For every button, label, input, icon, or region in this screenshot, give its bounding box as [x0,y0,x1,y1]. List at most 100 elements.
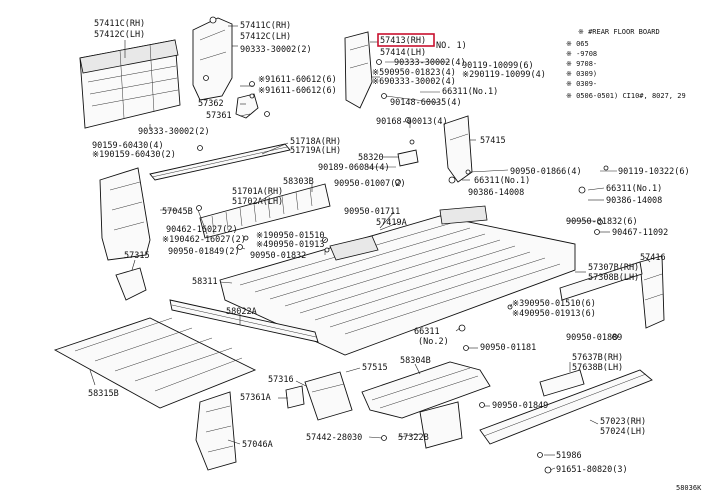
part-label[interactable]: (No.2) [418,337,449,347]
part-label[interactable]: 57315 [124,251,150,261]
part-label[interactable]: 90119-10099(6) [462,61,534,71]
part-label[interactable]: 57515 [362,363,388,373]
part-label[interactable]: 51986 [556,451,582,461]
part-label[interactable]: ※290119-10099(4) [462,70,546,80]
part-label[interactable]: 57023(RH) [600,417,646,427]
part-label[interactable]: 51718A(RH) [290,137,341,147]
part-label[interactable]: 51719A(LH) [290,146,341,156]
part-label[interactable]: ※490950-01913(6) [512,309,596,319]
part-57416[interactable] [639,255,665,329]
part-label[interactable]: 58320 [358,153,384,163]
part-label[interactable]: 90462-16027(2) [166,225,238,235]
note-line: ※ 9708- [566,60,597,68]
part-label[interactable]: 90467-11092 [612,228,668,238]
part-label-highlighted[interactable]: 57413(RH) [380,36,426,46]
part-label[interactable]: 57024(LH) [600,427,646,437]
part-label[interactable]: 90950-01849(2) [168,247,240,257]
part-58304B[interactable] [361,361,491,419]
part-label[interactable]: 91651-80820(3) [556,465,628,475]
part-label[interactable]: 90386-14008 [468,188,524,198]
part-57361A[interactable] [285,385,305,409]
part-label[interactable]: 66311(No.1) [442,87,498,97]
part-label[interactable]: ※91611-60612(6) [258,75,337,85]
part-label[interactable]: 90950-01711 [344,207,400,217]
part-label[interactable]: 57416 [640,253,666,263]
part-label[interactable]: 90159-60430(4) [92,141,164,151]
part-58311-floor[interactable] [219,205,576,356]
part-label[interactable]: 57637B(RH) [572,353,623,363]
part-51701A[interactable] [199,183,331,239]
part-57023[interactable] [479,369,653,445]
part-57322B[interactable] [419,401,463,449]
part-label[interactable]: 90950-01007(2) [334,179,406,189]
part-label[interactable]: ※590950-01823(4) [372,68,456,78]
part-58315B[interactable] [53,317,257,409]
part-label[interactable]: 57415 [480,136,506,146]
part-51718A[interactable] [149,143,291,181]
part-label[interactable]: 90148-60035(4) [390,98,462,108]
part-58022A[interactable] [169,299,319,343]
part-57413[interactable] [344,31,387,109]
part-57307B[interactable] [559,261,643,301]
part-label[interactable]: 57322B [398,433,429,443]
part-label[interactable]: 90333-30002(2) [240,45,312,55]
part-58320[interactable] [397,149,419,167]
part-57411C[interactable] [79,39,181,129]
part-57415[interactable] [443,115,473,183]
part-label[interactable]: 57308B(LH) [588,273,639,283]
part-label[interactable]: NO. 1) [436,41,467,51]
part-57411C-bracket[interactable] [192,16,233,101]
part-label[interactable]: 57638B(LH) [572,363,623,373]
part-label[interactable]: 57361 [206,111,232,121]
part-label[interactable]: ※91611-60612(6) [258,86,337,96]
part-label[interactable]: 90119-10322(6) [618,167,690,177]
part-label[interactable]: 51701A(RH) [232,187,283,197]
part-label[interactable]: 57411C(RH) [94,19,145,29]
part-label[interactable]: 51702A(LH) [232,197,283,207]
part-label[interactable]: 57045B [162,207,193,217]
part-label[interactable]: 57442-28030 [306,433,362,443]
part-label[interactable]: 90189-06084(4) [318,163,390,173]
part-label[interactable]: 66311 [414,327,440,337]
part-label[interactable]: 58303B [283,177,314,187]
part-label[interactable]: 66311(No.1) [474,176,530,186]
part-label[interactable]: 90950-01849 [492,401,548,411]
part-label[interactable]: 57414(LH) [380,48,426,58]
part-label[interactable]: 58304B [400,356,431,366]
part-label[interactable]: ※490950-01913 [256,240,325,250]
part-label[interactable]: 90950-01889 [566,333,622,343]
part-label[interactable]: ※390950-01510(6) [512,299,596,309]
part-label[interactable]: 58315B [88,389,119,399]
part-label[interactable]: ※690333-30002(4) [372,77,456,87]
part-label[interactable]: 57412C(LH) [94,30,145,40]
part-label[interactable]: 66311(No.1) [606,184,662,194]
part-label[interactable]: 58022A [226,307,257,317]
part-label[interactable]: 57307B(RH) [588,263,639,273]
part-label[interactable]: 57046A [242,440,273,450]
part-label[interactable]: 57411C(RH) [240,21,291,31]
part-label[interactable]: ※190462-16027(2) [162,235,246,245]
part-label[interactable]: 58311 [192,277,218,287]
part-label[interactable]: 57419A [376,218,407,228]
part-label[interactable]: 90950-01832 [250,251,306,261]
part-57315[interactable] [115,267,147,301]
part-label[interactable]: 90950-01832(6) [566,217,638,227]
part-label[interactable]: ※190950-01510 [256,231,325,241]
part-label[interactable]: 57412C(LH) [240,32,291,42]
part-label[interactable]: 90386-14008 [606,196,662,206]
part-label[interactable]: 90168-60013(4) [376,117,448,127]
part-label[interactable]: 57361A [240,393,271,403]
part-57316[interactable] [304,371,353,421]
part-label[interactable]: 90950-01866(4) [510,167,582,177]
part-57045B[interactable] [99,167,151,261]
part-label[interactable]: ※190159-60430(2) [92,150,176,160]
part-label[interactable]: 57362 [198,99,224,109]
note-line: ※ 0309) [566,70,597,78]
part-57046A[interactable] [195,391,237,471]
part-label[interactable]: 57316 [268,375,294,385]
part-label[interactable]: 90333-30002(4) [394,58,466,68]
part-label[interactable]: 90333-30002(2) [138,127,210,137]
part-57362[interactable] [235,81,270,119]
part-label[interactable]: 90950-01181 [480,343,536,353]
part-57637B[interactable] [539,369,585,397]
